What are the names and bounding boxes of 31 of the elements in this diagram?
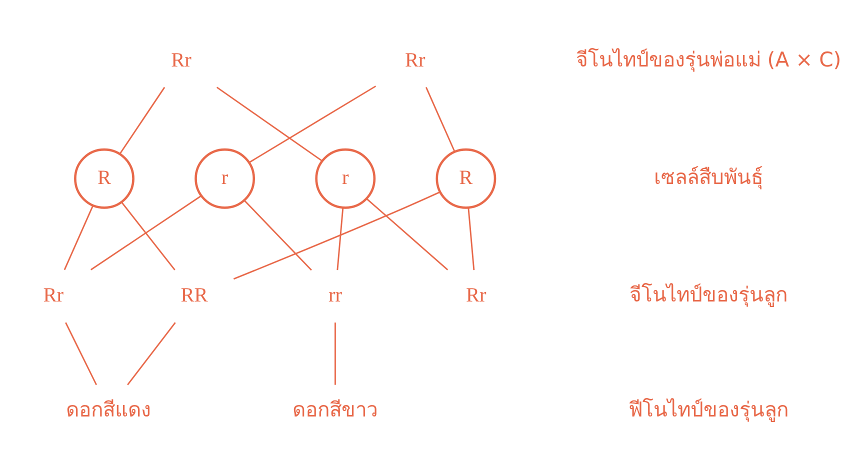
connector <box>366 198 448 270</box>
connector <box>127 322 176 386</box>
connector <box>65 322 98 386</box>
connector <box>336 208 344 270</box>
connector <box>119 86 166 154</box>
connector <box>244 200 312 271</box>
node-text: rr <box>328 284 342 307</box>
connector <box>121 202 176 270</box>
node-circle: R <box>436 148 496 209</box>
node-circle: r <box>315 148 376 209</box>
node-circle: R <box>74 148 134 209</box>
label: จีโนไทป์ของรุ่นลูก <box>630 282 788 307</box>
connector <box>425 87 456 152</box>
label: เซลล์สืบพันธุ์ <box>654 164 764 189</box>
node-text: Rr <box>43 284 64 307</box>
label: ฟีโนไทป์ของรุ่นลูก <box>628 397 789 422</box>
connector <box>334 322 336 385</box>
node-text: ดอกสีขาว <box>292 397 378 422</box>
node-text: Rr <box>466 284 486 307</box>
connector <box>216 86 322 162</box>
connector <box>248 86 376 164</box>
node-circle: r <box>194 148 256 209</box>
node-text: ดอกสีแดง <box>66 397 152 422</box>
connector <box>233 191 440 280</box>
connector <box>64 205 94 270</box>
connector <box>90 195 202 270</box>
label: จีโนไทป์ของรุ่นพ่อแม่ (A × C) <box>576 47 842 72</box>
connector <box>468 208 475 270</box>
node-text: Rr <box>171 49 192 72</box>
node-text: Rr <box>404 49 426 72</box>
node-text: RR <box>180 284 208 307</box>
